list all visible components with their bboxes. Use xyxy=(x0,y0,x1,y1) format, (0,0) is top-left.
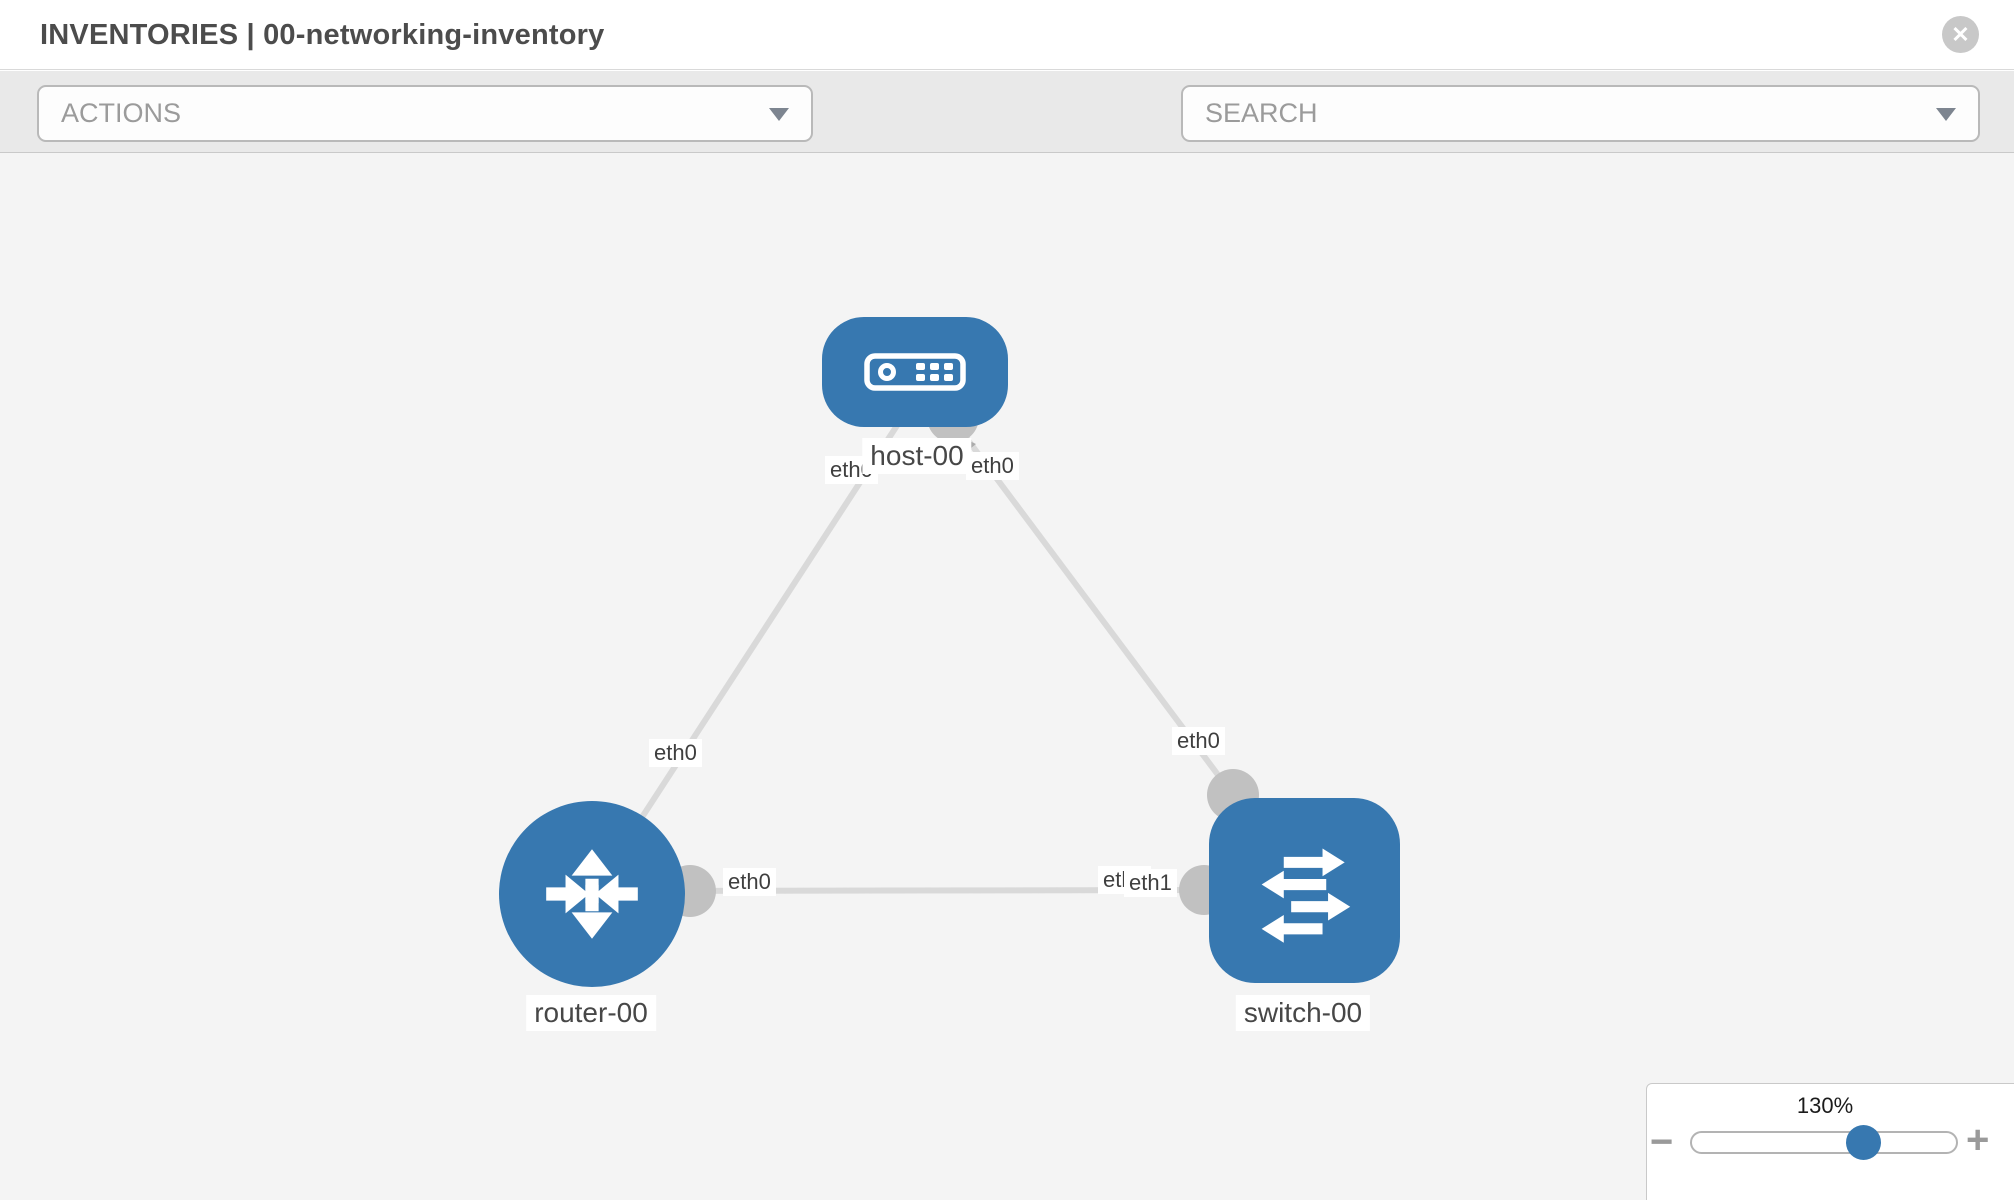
interface-label: eth0 xyxy=(1172,727,1225,755)
zoom-in-button[interactable]: + xyxy=(1966,1118,1990,1162)
node-label-switch: switch-00 xyxy=(1235,995,1371,1031)
chevron-down-icon xyxy=(769,107,789,121)
node-router-00[interactable] xyxy=(499,801,685,987)
actions-dropdown[interactable]: ACTIONS xyxy=(37,85,813,142)
switch-icon xyxy=(1261,848,1350,943)
topology-canvas[interactable] xyxy=(0,153,2014,1200)
zoom-slider-track[interactable] xyxy=(1690,1131,1958,1154)
node-label-router: router-00 xyxy=(526,995,656,1031)
search-dropdown-label: SEARCH xyxy=(1205,98,1318,128)
interface-label: eth1 xyxy=(1124,869,1177,897)
page-title: INVENTORIES | 00-networking-inventory xyxy=(40,19,605,51)
close-button[interactable]: ✕ xyxy=(1942,16,1979,53)
host-icon xyxy=(864,353,966,391)
node-label-host: host-00 xyxy=(862,438,972,474)
router-icon xyxy=(546,849,638,939)
zoom-level-value: 130% xyxy=(1796,1093,1854,1118)
node-switch-00[interactable] xyxy=(1209,798,1400,983)
interface-label: eth0 xyxy=(649,739,702,767)
toolbar: ACTIONS SEARCH xyxy=(0,71,2014,203)
interface-label: eth0 xyxy=(966,452,1019,480)
header: INVENTORIES | 00-networking-inventory ✕ xyxy=(0,0,2014,70)
zoom-slider-knob[interactable] xyxy=(1846,1125,1881,1160)
node-host-00[interactable] xyxy=(822,317,1008,427)
close-icon: ✕ xyxy=(1951,21,1970,47)
search-dropdown[interactable]: SEARCH xyxy=(1181,85,1980,142)
actions-dropdown-label: ACTIONS xyxy=(61,98,182,128)
zoom-out-button[interactable]: − xyxy=(1650,1120,1674,1164)
chevron-down-icon xyxy=(1936,107,1956,121)
interface-label: eth0 xyxy=(723,868,776,896)
